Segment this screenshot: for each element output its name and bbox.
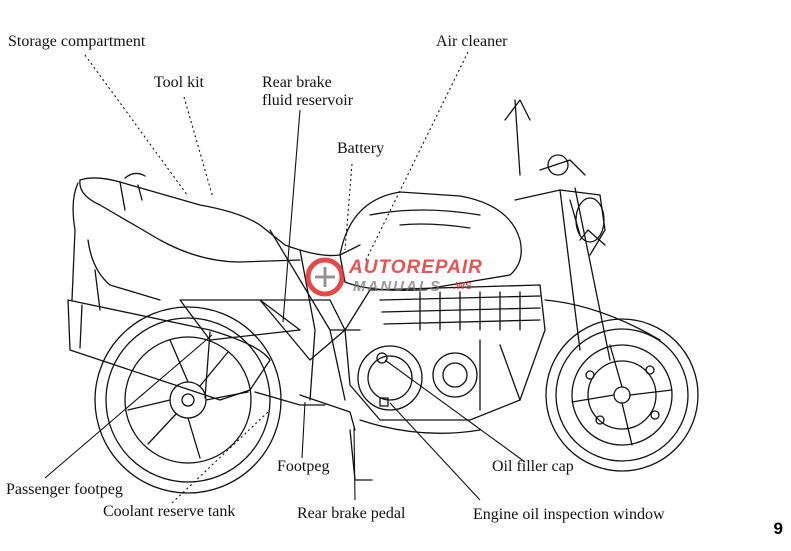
leader-coolant-reserve-tank (171, 411, 269, 504)
leader-engine-oil-inspection-window (389, 402, 481, 501)
label-passenger-footpeg: Passenger footpeg (6, 481, 123, 498)
label-storage-compartment: Storage compartment (8, 33, 146, 50)
leader-rear-brake-fluid-reservoir (282, 109, 301, 323)
watermark-logo-icon (305, 257, 345, 297)
label-engine-oil-inspection-window: Engine oil inspection window (473, 506, 665, 523)
label-rear-brake-pedal: Rear brake pedal (297, 505, 406, 522)
leader-air-cleaner (364, 51, 469, 263)
leader-passenger-footpeg (44, 334, 213, 479)
label-coolant-reserve-tank: Coolant reserve tank (103, 503, 236, 520)
watermark: AUTOREPAIR MANUALS .WS (303, 253, 503, 303)
muffler (67, 299, 326, 406)
label-oil-filler-cap: Oil filler cap (492, 458, 574, 475)
leader-lines (44, 51, 526, 504)
watermark-line1: AUTOREPAIR (349, 257, 483, 278)
watermark-line2: MANUALS (353, 278, 442, 295)
leader-battery (344, 163, 353, 251)
page-number: 9 (773, 519, 783, 538)
label-battery: Battery (337, 140, 385, 157)
leader-rear-brake-pedal (353, 427, 356, 501)
watermark-suffix: .WS (453, 281, 472, 292)
front-end (504, 99, 661, 361)
leader-tool-kit (183, 96, 214, 199)
leader-oil-filler-cap (384, 359, 526, 463)
leader-footpeg (301, 401, 306, 459)
leader-storage-compartment (84, 54, 189, 197)
label-rear-brake-fluid-reservoir-line1: Rear brake (262, 74, 332, 91)
front-wheel (545, 318, 699, 472)
fuel-tank (339, 191, 522, 291)
label-rear-brake-fluid-reservoir-line2: fluid reservoir (262, 92, 354, 109)
seat-and-tail (71, 172, 361, 311)
label-footpeg: Footpeg (277, 458, 330, 475)
label-tool-kit: Tool kit (154, 74, 204, 91)
label-air-cleaner: Air cleaner (436, 33, 508, 50)
engine (344, 284, 546, 434)
